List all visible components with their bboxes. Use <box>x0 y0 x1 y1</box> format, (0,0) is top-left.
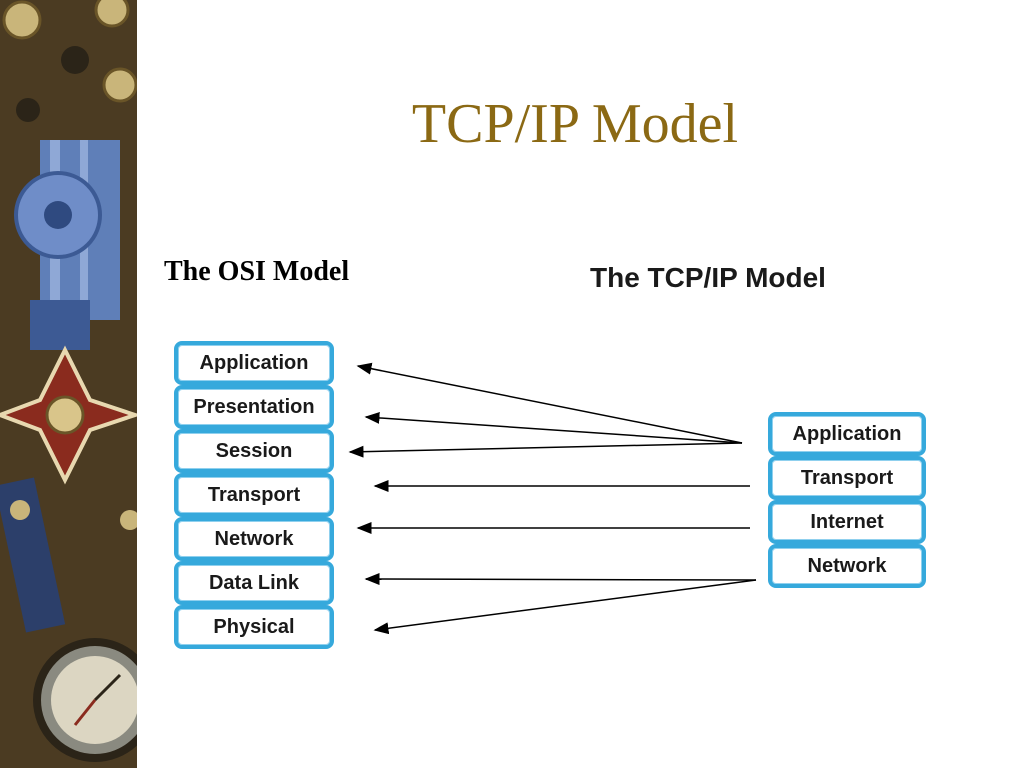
tcpip-layer-network: Network <box>768 544 926 588</box>
osi-layer-data-link: Data Link <box>174 561 334 605</box>
arrow-application-to-application <box>356 362 743 444</box>
tcpip-layer-internet: Internet <box>768 500 926 544</box>
decorative-sidebar-image <box>0 0 137 768</box>
osi-model-heading: The OSI Model <box>164 256 350 287</box>
tcpip-layer-transport: Transport <box>768 456 926 500</box>
osi-layer-presentation: Presentation <box>174 385 334 429</box>
arrow-network-to-physical <box>373 579 757 635</box>
arrow-application-to-session <box>348 442 743 458</box>
osi-layer-application: Application <box>174 341 334 385</box>
medal-collage-illustration <box>0 0 137 768</box>
tcpip-model-heading: The TCP/IP Model <box>590 262 826 293</box>
osi-layer-physical: Physical <box>174 605 334 649</box>
osi-layer-transport: Transport <box>174 473 334 517</box>
arrow-application-to-presentation <box>364 411 743 444</box>
arrow-network-to-data-link <box>364 573 757 586</box>
osi-layer-network: Network <box>174 517 334 561</box>
slide-title: TCP/IP Model <box>411 93 739 155</box>
osi-layer-session: Session <box>174 429 334 473</box>
tcpip-layer-application: Application <box>768 412 926 456</box>
